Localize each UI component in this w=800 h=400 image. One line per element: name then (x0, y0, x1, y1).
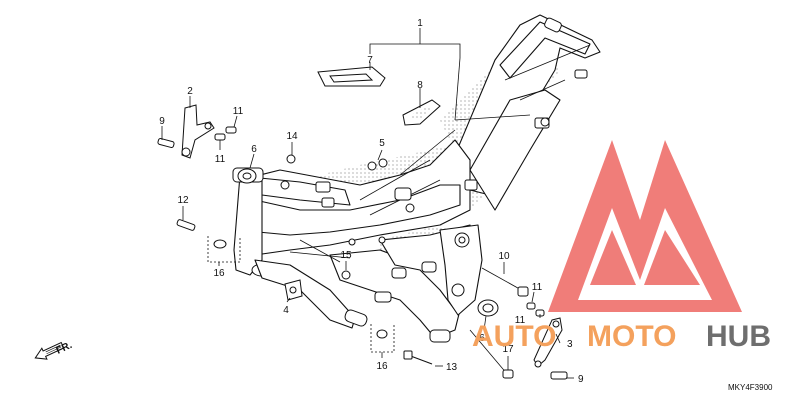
part-3-link (533, 317, 563, 368)
callout-16-left: 16 (213, 268, 225, 279)
part-2-bracket (181, 104, 215, 159)
callout-3: 3 (567, 339, 573, 350)
part-6-collar-right (477, 299, 499, 317)
front-direction-arrow (34, 341, 65, 360)
part-14-nut (286, 154, 296, 164)
callout-5: 5 (379, 138, 385, 149)
callout-labels: 1 2 3 4 5 6 6 7 8 9 9 10 11 11 11 11 12 … (159, 18, 584, 385)
part-11-bolts-right (526, 302, 545, 317)
automotohub-watermark-logo (548, 140, 742, 312)
callout-6-left: 6 (251, 144, 257, 155)
callout-6-right: 6 (479, 333, 485, 344)
part-4-mount (284, 279, 303, 301)
callout-11-a: 11 (233, 106, 244, 117)
part-10-long-bolt (481, 267, 529, 297)
callout-11-b: 11 (215, 154, 226, 165)
part-9-bolt-right (550, 371, 568, 380)
callout-10: 10 (498, 251, 510, 262)
part-9-bolt-left (157, 137, 175, 149)
callout-9-right: 9 (578, 374, 584, 385)
callout-13: 13 (446, 362, 458, 373)
part-16-washer-left (207, 236, 241, 263)
callout-11-c: 11 (532, 282, 543, 293)
callout-2: 2 (187, 86, 193, 97)
callout-12: 12 (177, 195, 189, 206)
callout-14: 14 (286, 131, 298, 142)
main-frame (232, 14, 601, 343)
front-label: FR. (55, 340, 74, 357)
part-8-cover-plate (402, 99, 441, 126)
diagram-code: MKY4F3900 (728, 383, 773, 392)
watermark-text-hub: HUB (706, 320, 771, 353)
leader-lines (161, 28, 574, 379)
callout-16-bottom: 16 (376, 361, 388, 372)
part-5-nuts (367, 158, 388, 171)
callout-17: 17 (502, 344, 514, 355)
part-13-bolt (403, 350, 433, 365)
part-15-nut (341, 270, 351, 280)
watermark-text-moto: MOTO (587, 320, 676, 353)
callout-1: 1 (417, 18, 423, 29)
part-6-collar-left (237, 168, 257, 184)
part-7-cover-plate (317, 66, 386, 87)
part-11-bolts-left (214, 126, 237, 141)
part-16-washer-bottom (370, 324, 395, 353)
part-12-bolt (176, 219, 196, 231)
callout-4: 4 (283, 305, 289, 316)
callout-11-d: 11 (515, 315, 526, 326)
callout-7: 7 (367, 55, 373, 66)
callout-8: 8 (417, 80, 423, 91)
callout-9-left: 9 (159, 116, 165, 127)
callout-15: 15 (340, 250, 352, 261)
watermark-text-auto: AUTO (472, 320, 556, 353)
